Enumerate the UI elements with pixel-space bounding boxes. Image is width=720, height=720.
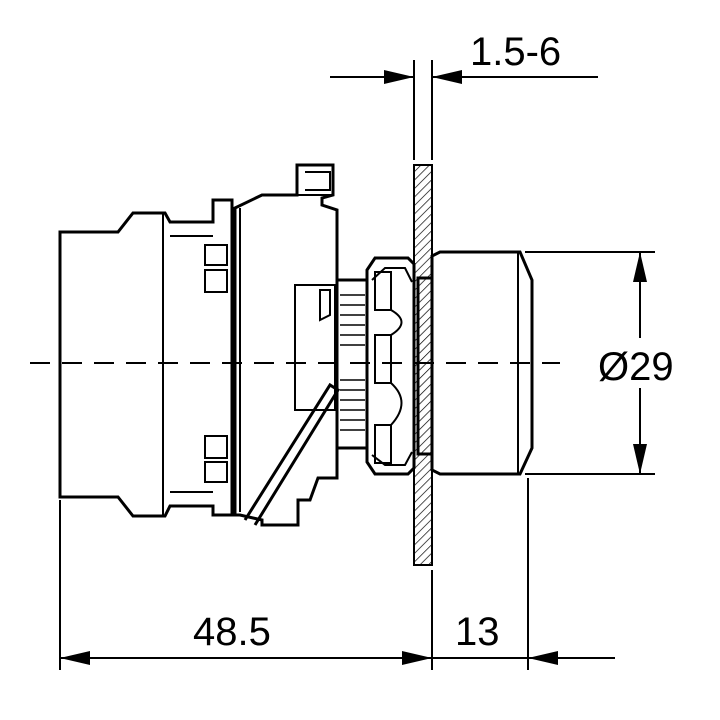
dimension-label-diameter: Ø29 xyxy=(598,345,674,389)
dimension-label-head-length: 13 xyxy=(455,610,500,654)
extension-lines xyxy=(59,60,655,670)
mounting-adapter xyxy=(233,163,341,527)
dimension-lengths: 48.5 13 xyxy=(60,610,615,665)
threaded-bushing xyxy=(335,278,369,450)
push-button-head xyxy=(430,250,534,476)
dimension-label-panel-thickness: 1.5-6 xyxy=(470,30,561,74)
fixing-nut xyxy=(365,256,416,476)
dimension-panel-thickness: 1.5-6 xyxy=(330,30,598,84)
dimension-label-body-length: 48.5 xyxy=(193,610,271,654)
contact-block xyxy=(58,198,234,518)
dimension-diameter: Ø29 xyxy=(598,252,694,474)
